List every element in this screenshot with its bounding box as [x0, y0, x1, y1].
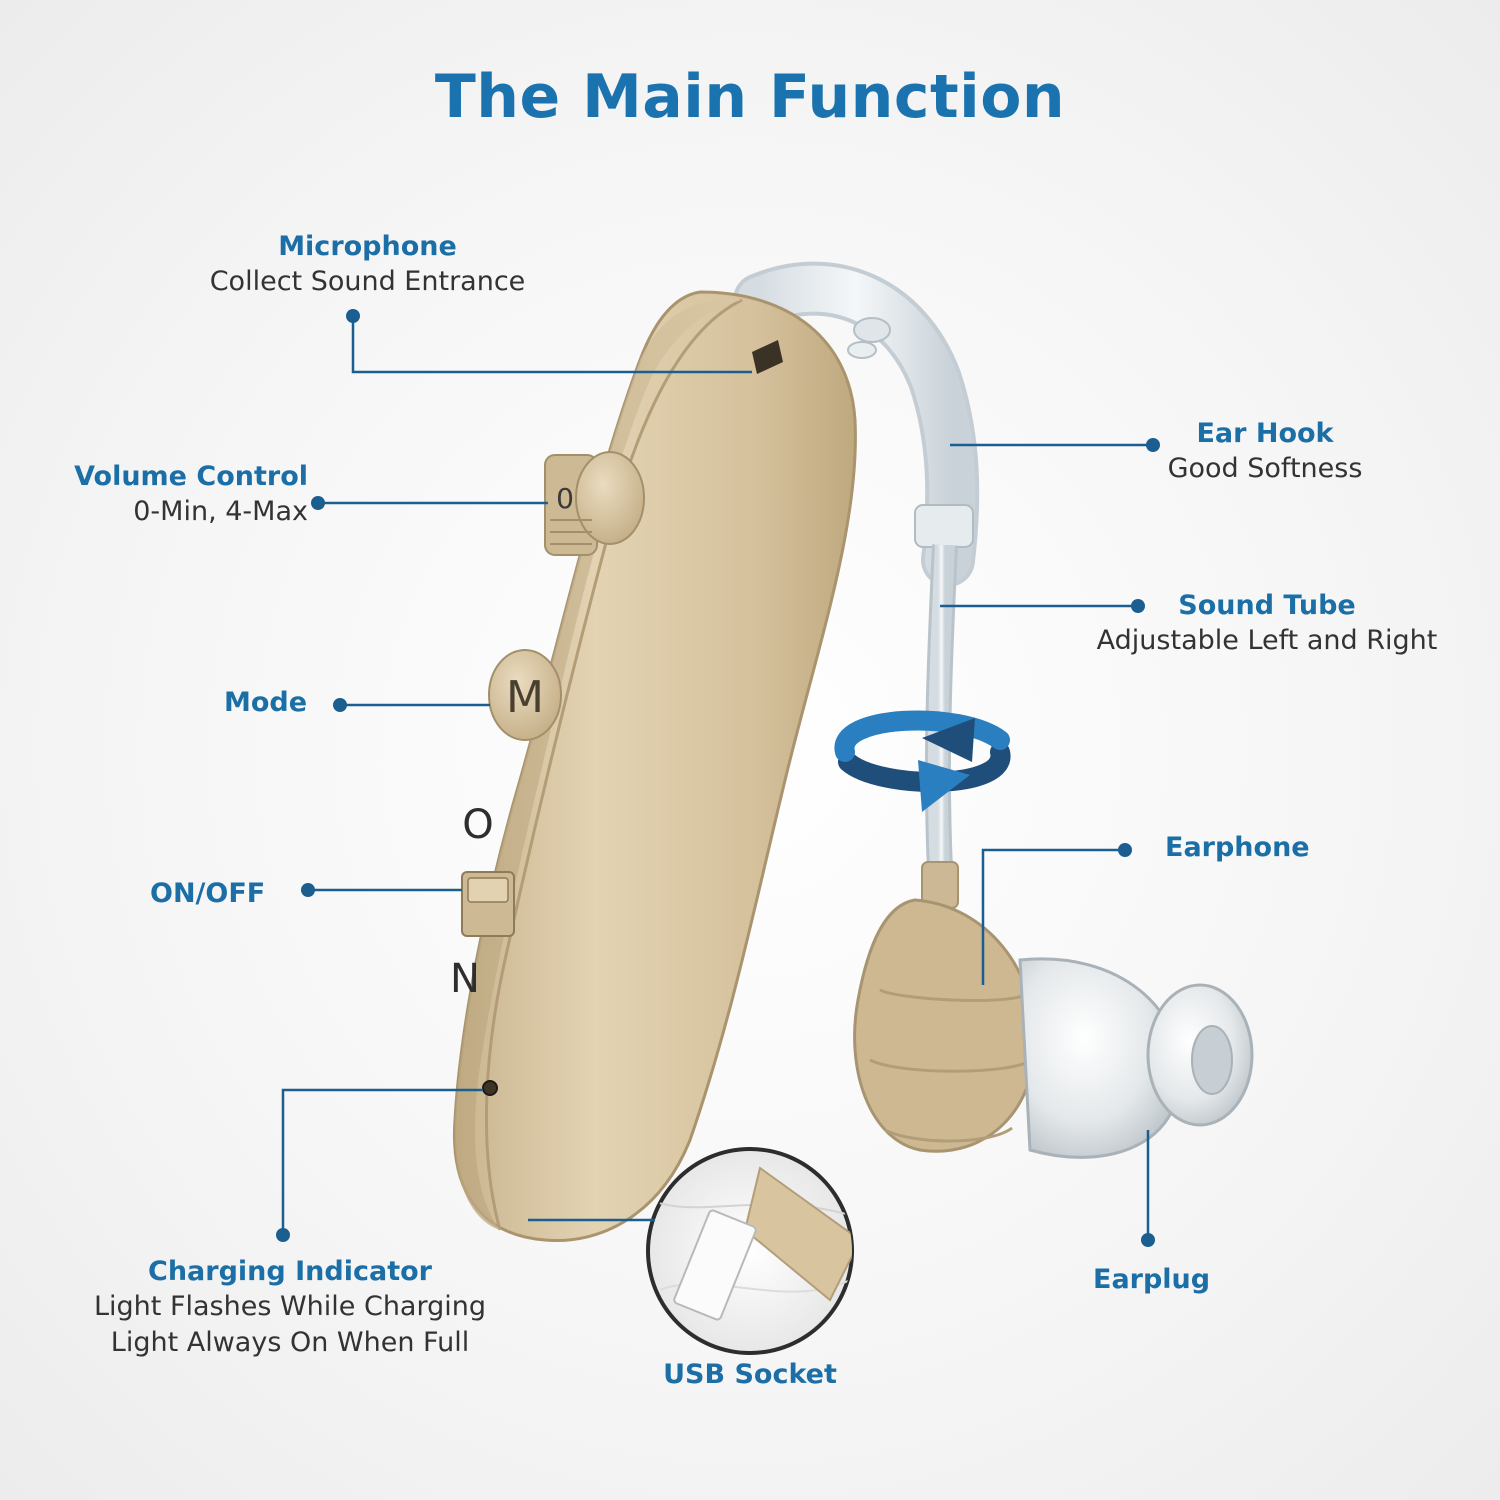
hearing-aid-body	[452, 290, 857, 1243]
label-earphone-title: Earphone	[1165, 832, 1310, 863]
switch-label-bottom: N	[450, 956, 480, 1002]
label-earphone: Earphone	[1165, 831, 1310, 865]
label-charging: Charging Indicator Light Flashes While C…	[70, 1255, 510, 1361]
page-title: The Main Function	[434, 62, 1066, 132]
callout-earphone	[981, 848, 1125, 985]
mode-letter: M	[506, 672, 544, 723]
ear-hook	[733, 261, 980, 587]
label-volume-desc: 0-Min, 4-Max	[133, 496, 308, 527]
rotation-arrows-icon	[834, 710, 1011, 812]
label-earhook-desc: Good Softness	[1167, 453, 1363, 484]
callout-microphone	[351, 318, 752, 374]
label-usb: USB Socket	[600, 1358, 900, 1392]
label-volume: Volume Control 0-Min, 4-Max	[40, 460, 308, 530]
label-usb-title: USB Socket	[663, 1359, 837, 1390]
label-microphone-title: Microphone	[278, 231, 457, 262]
label-charging-desc2: Light Always On When Full	[110, 1327, 470, 1358]
volume-digit: 0	[556, 482, 574, 515]
sound-tube	[921, 544, 959, 909]
mode-button[interactable]: M	[488, 649, 562, 741]
label-soundtube: Sound Tube Adjustable Left and Right	[1072, 589, 1462, 659]
label-soundtube-desc: Adjustable Left and Right	[1096, 625, 1438, 656]
callout-lines	[281, 318, 1153, 1240]
callout-dots	[276, 309, 1160, 1247]
label-charging-title: Charging Indicator	[148, 1256, 432, 1287]
label-earplug: Earplug	[1093, 1263, 1210, 1297]
label-charging-desc1: Light Flashes While Charging	[93, 1291, 486, 1322]
power-switch[interactable]	[461, 871, 515, 937]
label-onoff: ON/OFF	[150, 877, 265, 911]
switch-label-top: O	[462, 802, 493, 848]
label-earplug-title: Earplug	[1093, 1264, 1211, 1295]
label-volume-title: Volume Control	[74, 461, 308, 492]
label-microphone: Microphone Collect Sound Entrance	[190, 230, 545, 300]
label-microphone-desc: Collect Sound Entrance	[209, 266, 526, 297]
label-mode: Mode	[224, 686, 307, 720]
volume-wheel[interactable]: 0	[544, 451, 645, 556]
charging-led	[482, 1080, 498, 1096]
label-earhook-title: Ear Hook	[1196, 418, 1334, 449]
label-mode-title: Mode	[224, 687, 308, 718]
earplug	[1018, 957, 1254, 1159]
callout-charging	[281, 1088, 483, 1235]
microphone-opening	[752, 340, 783, 374]
label-soundtube-title: Sound Tube	[1178, 590, 1356, 621]
earphone	[853, 898, 1037, 1153]
usb-inset	[646, 1147, 854, 1355]
label-earhook: Ear Hook Good Softness	[1160, 417, 1370, 487]
label-onoff-title: ON/OFF	[150, 878, 266, 909]
usb-socket	[673, 1209, 757, 1321]
